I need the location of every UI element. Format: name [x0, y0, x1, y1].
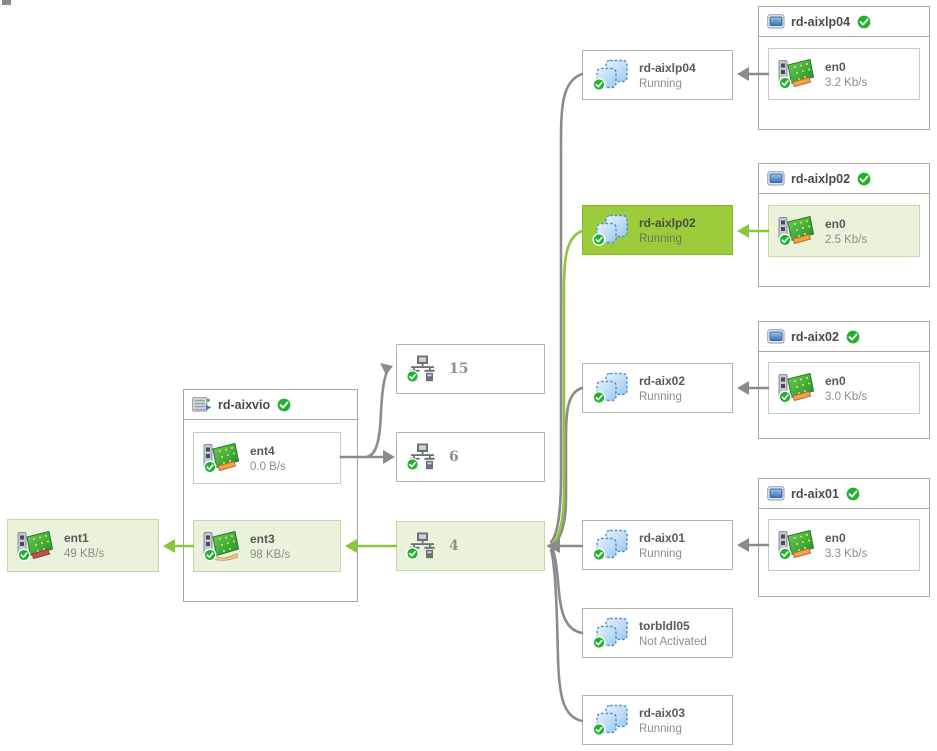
- adapter-rate: 98 KB/s: [250, 548, 291, 561]
- node-vswitch-15[interactable]: 15: [396, 344, 545, 394]
- node-adapter-ent3[interactable]: ent3 98 KB/s: [193, 520, 341, 572]
- adapter-rate: 2.5 Kb/s: [825, 233, 868, 246]
- lpar-status: Not Activated: [639, 635, 707, 648]
- lpar-icon: [592, 214, 630, 246]
- adapter-rate: 3.3 Kb/s: [825, 547, 868, 560]
- node-vswitch-6[interactable]: 6: [396, 432, 545, 482]
- node-lpar-rd-aix02[interactable]: rd-aix02 Running: [582, 363, 733, 413]
- lpar-icon: [592, 529, 630, 561]
- adapter-rate: 3.0 Kb/s: [825, 390, 868, 403]
- lpar-status: Running: [639, 722, 682, 735]
- adapter-name: ent4: [250, 443, 275, 458]
- node-adapter-en0-rd-aix02[interactable]: en0 3.0 Kb/s: [768, 362, 920, 414]
- node-lpar-torbldl05[interactable]: torbldl05 Not Activated: [582, 608, 733, 658]
- adapter-name: ent3: [250, 531, 275, 546]
- host-server-icon: [767, 329, 785, 344]
- host-server-icon: [767, 14, 785, 29]
- vswitch-port-count: 6: [449, 449, 459, 465]
- lpar-icon: [592, 372, 630, 404]
- vswitch-port-count: 4: [449, 538, 459, 554]
- node-vswitch-4[interactable]: 4: [396, 521, 545, 571]
- lpar-name: rd-aix02: [639, 373, 686, 388]
- host-group-header: rd-aixlp02: [759, 164, 929, 194]
- lpar-status: Running: [639, 232, 682, 245]
- virtual-switch-icon: [406, 532, 438, 560]
- adapter-name: en0: [825, 373, 846, 388]
- host-group-title: rd-aixlp04: [791, 14, 851, 29]
- adapter-name: en0: [825, 59, 846, 74]
- network-adapter-icon: [778, 58, 816, 90]
- network-adapter-icon: [778, 215, 816, 247]
- network-adapter-icon: [17, 530, 55, 562]
- node-lpar-rd-aixlp04[interactable]: rd-aixlp04 Running: [582, 50, 733, 100]
- lpar-icon: [592, 617, 630, 649]
- node-lpar-rd-aixlp02-selected[interactable]: rd-aixlp02 Running: [582, 205, 733, 255]
- lpar-icon: [592, 59, 630, 91]
- node-adapter-en0-rd-aixlp04[interactable]: en0 3.2 Kb/s: [768, 48, 920, 100]
- network-adapter-icon: [778, 529, 816, 561]
- node-adapter-en0-rd-aix01[interactable]: en0 3.3 Kb/s: [768, 519, 920, 571]
- status-ok-icon: [845, 485, 861, 502]
- host-server-icon: [767, 171, 785, 186]
- host-group-header: rd-aix01: [759, 479, 929, 509]
- lpar-name: torbldl05: [639, 618, 690, 633]
- virtual-switch-icon: [406, 443, 438, 471]
- host-group-title: rd-aix02: [791, 329, 839, 344]
- node-adapter-ent4[interactable]: ent4 0.0 B/s: [193, 432, 341, 484]
- adapter-name: en0: [825, 530, 846, 545]
- lpar-status: Running: [639, 547, 682, 560]
- adapter-name: en0: [825, 216, 846, 231]
- status-ok-icon: [276, 396, 292, 413]
- status-ok-icon: [856, 13, 872, 30]
- node-adapter-en0-rd-aixlp02[interactable]: en0 2.5 Kb/s: [768, 205, 920, 257]
- lpar-status: Running: [639, 77, 682, 90]
- lpar-status: Running: [639, 390, 682, 403]
- virtual-switch-icon: [406, 355, 438, 383]
- lpar-name: rd-aixlp04: [639, 60, 696, 75]
- status-ok-icon: [856, 170, 872, 187]
- corner-artifact: [2, 0, 11, 5]
- lpar-name: rd-aix01: [639, 530, 686, 545]
- host-group-title: rd-aixlp02: [791, 171, 851, 186]
- vio-group-title: rd-aixvio: [218, 397, 271, 412]
- shared-network-adapter-icon: [203, 530, 241, 562]
- node-lpar-rd-aix01[interactable]: rd-aix01 Running: [582, 520, 733, 570]
- adapter-name: ent1: [64, 531, 89, 545]
- network-adapter-icon: [203, 442, 241, 474]
- adapter-rate: 49 KB/s: [64, 548, 105, 560]
- host-server-icon: [767, 486, 785, 501]
- adapter-rate: 3.2 Kb/s: [825, 76, 868, 89]
- node-lpar-rd-aix03[interactable]: rd-aix03 Running: [582, 695, 733, 745]
- lpar-icon: [592, 704, 630, 736]
- node-adapter-ent1[interactable]: ent1 49 KB/s: [7, 519, 159, 572]
- vio-server-icon: [192, 397, 212, 412]
- status-ok-icon: [845, 328, 861, 345]
- host-group-header: rd-aix02: [759, 322, 929, 352]
- host-group-header: rd-aixlp04: [759, 7, 929, 37]
- adapter-rate: 0.0 B/s: [250, 460, 286, 473]
- lpar-name: rd-aixlp02: [639, 215, 696, 230]
- vswitch-port-count: 15: [449, 361, 469, 377]
- lpar-name: rd-aix03: [639, 705, 686, 720]
- vio-group-header: rd-aixvio: [184, 390, 357, 420]
- network-adapter-icon: [778, 372, 816, 404]
- host-group-title: rd-aix01: [791, 486, 839, 501]
